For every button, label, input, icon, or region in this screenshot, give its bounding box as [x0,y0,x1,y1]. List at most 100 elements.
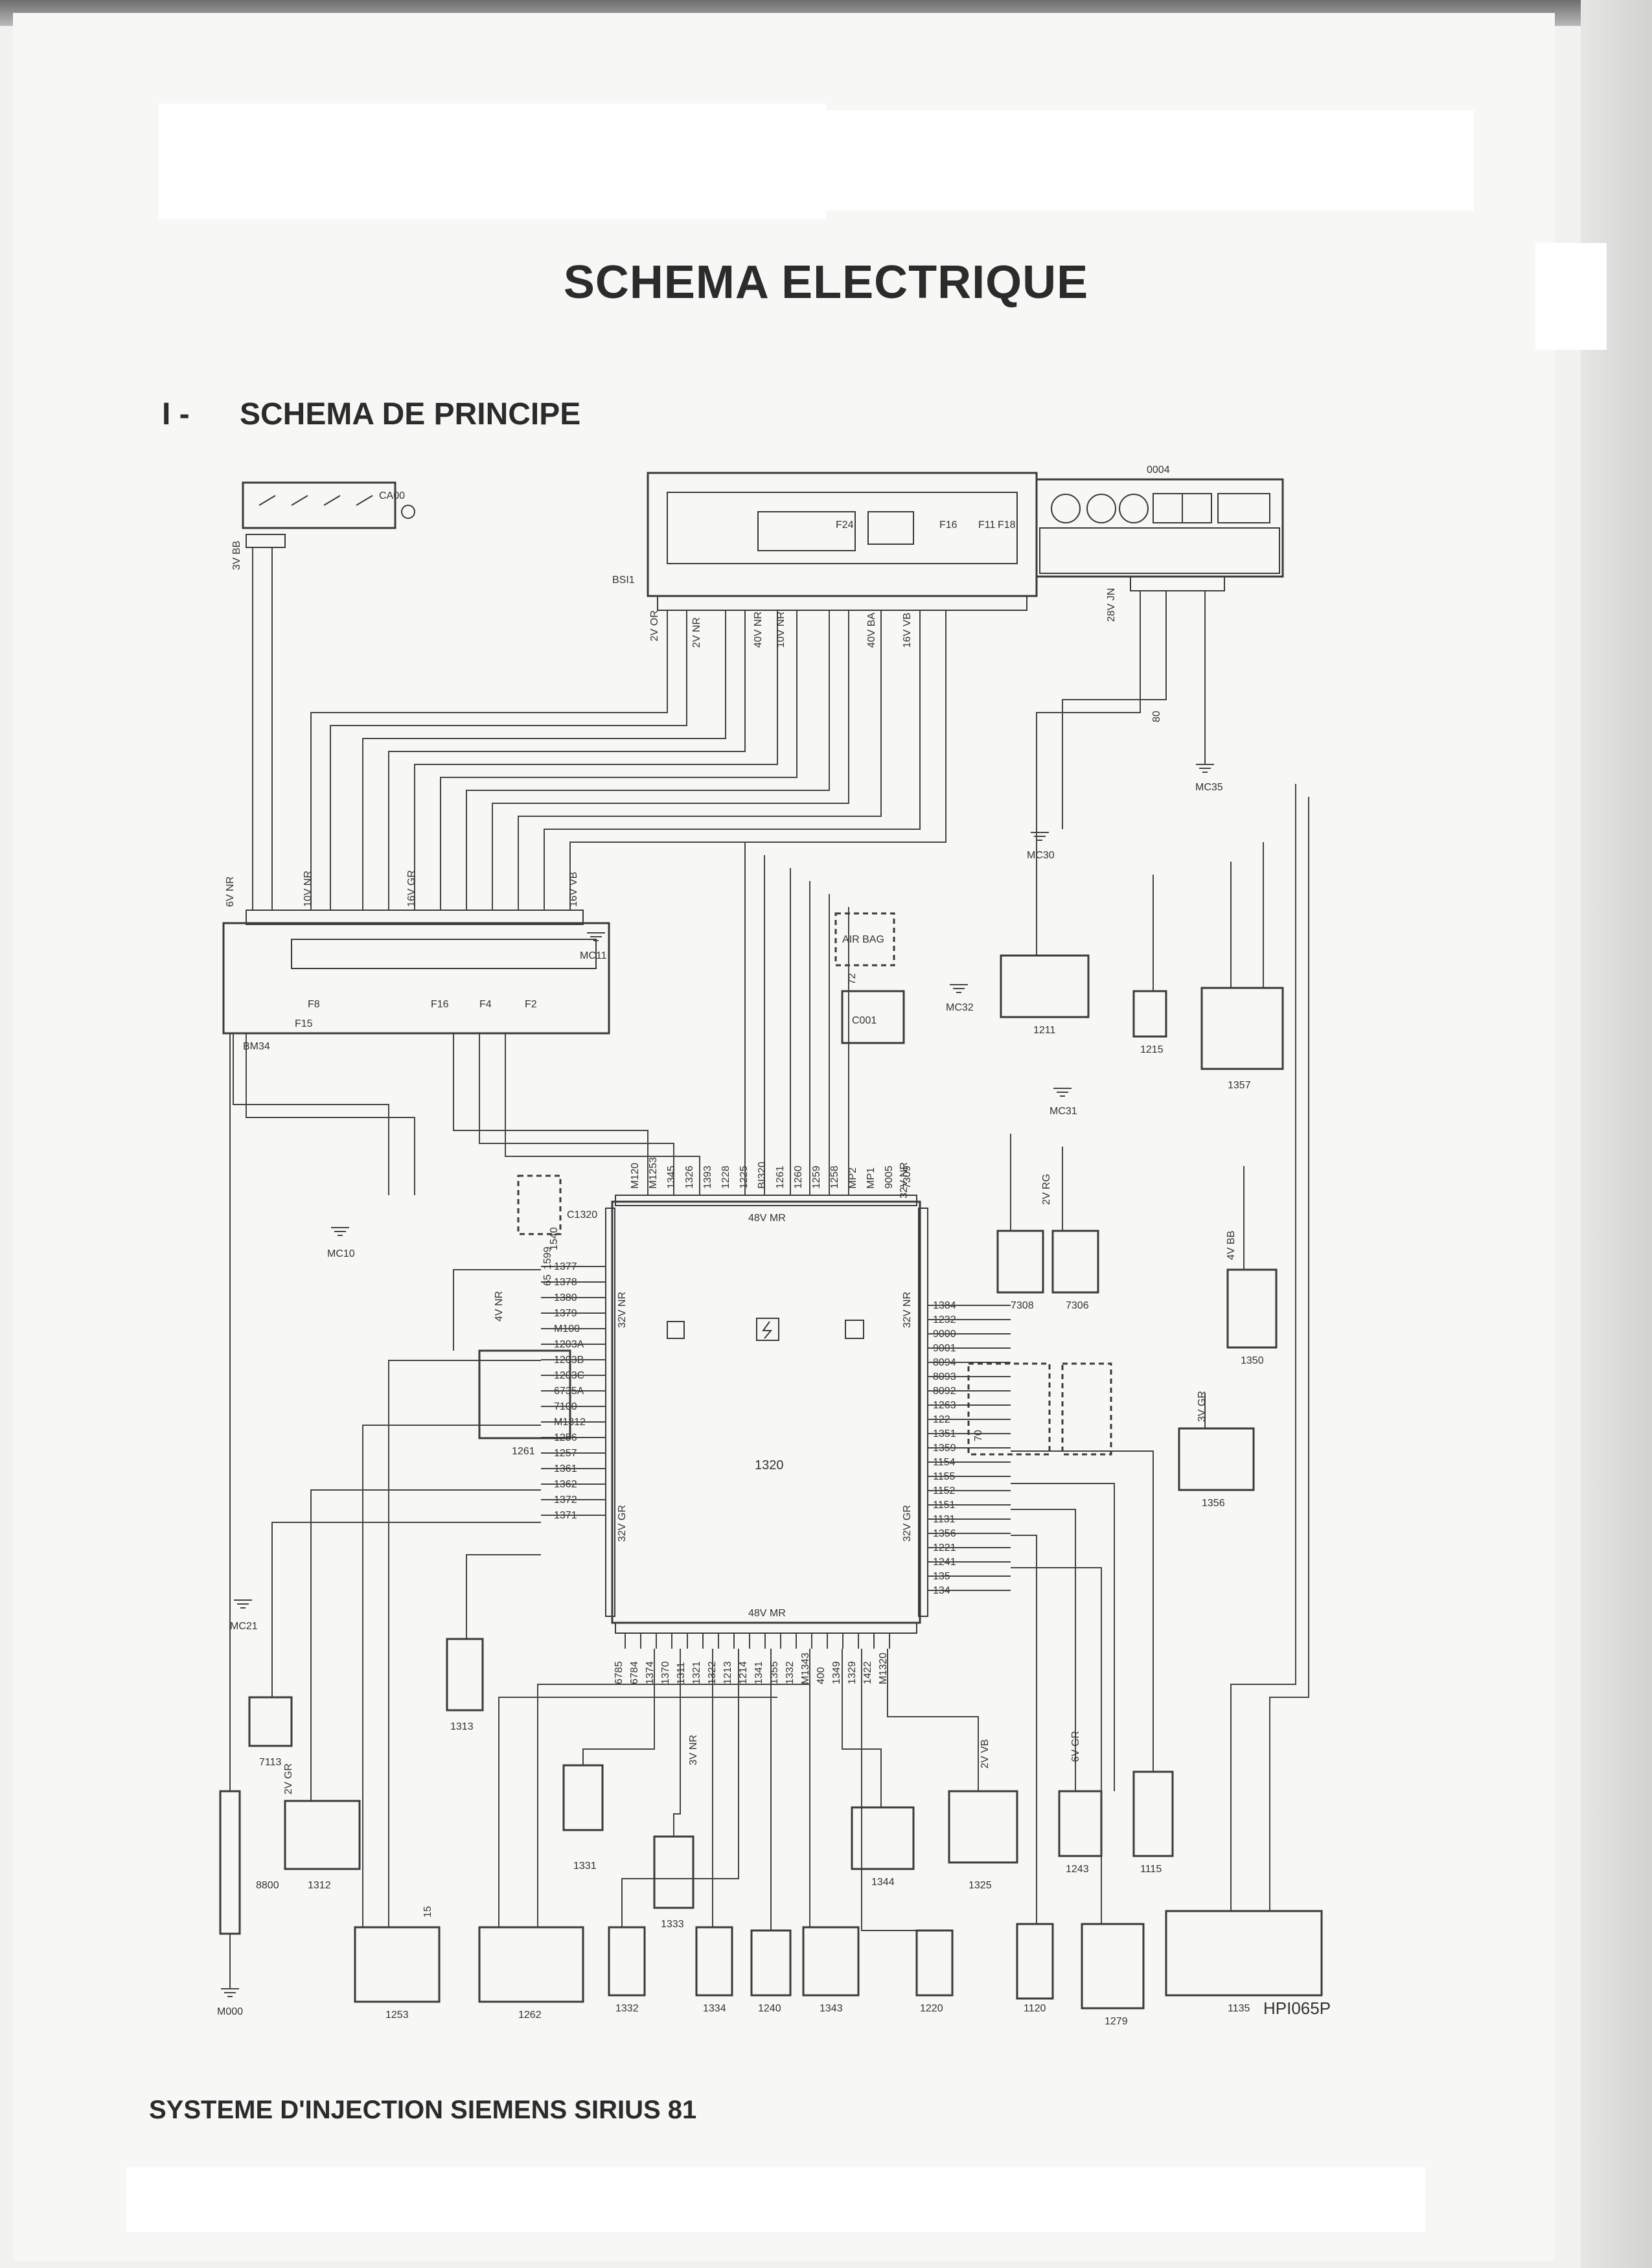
ecu-bottom-pin: M1320 [878,1653,889,1684]
bsi1-relay [757,511,856,551]
wire [1011,1450,1154,1772]
ground-symbol-icon [587,932,605,941]
wire-tag: 4V BB [1226,1231,1237,1260]
wire [673,1649,681,1837]
component-bsi1 [647,472,1038,597]
component-1120 [1016,1923,1054,2000]
cluster-temp-icon [1153,493,1183,523]
wire-tag: 16V GR [406,870,417,907]
ecu-top-rail: 48V MR [748,1213,786,1224]
wire-tag: 10V NR [775,612,786,648]
redaction-header-right [826,110,1474,211]
redaction-footer [126,2167,1425,2232]
ecu-top-connector [615,1195,917,1206]
bsi1-relay-2 [867,511,914,545]
ecu-top-pin: 1225 [739,1165,750,1189]
component-label: 1357 [1228,1080,1251,1091]
wire [453,1033,648,1195]
component-label: BSI1 [612,575,635,586]
component-label: MC35 [1195,782,1223,793]
fuse-label: F18 [998,520,1016,531]
wire-tag: 2V RG [1041,1174,1052,1205]
component-label: MC21 [230,1621,258,1632]
ecu-bottom-pin: 1321 [691,1661,702,1684]
component-label: 1211 [1033,1025,1056,1036]
wire [466,610,830,910]
component-label: 1261 [512,1446,535,1457]
component-label: AIR BAG [842,934,884,945]
ground-symbol-icon [331,1227,349,1236]
component-1333 [653,1835,694,1909]
wire [362,1425,541,1927]
component-label: MC31 [1050,1106,1077,1117]
wire [505,1033,700,1195]
fuse-label: F16 [939,520,958,531]
wire [310,610,668,910]
ecu-label: 1320 [755,1458,784,1472]
wire-tag: 32V NR [899,1162,910,1198]
ecu-left-pins: 1377137813801379M1001203A1203B1203C6735A… [541,1261,606,1521]
ecu-bottom-pin: 1214 [738,1661,749,1684]
fuse-label: F16 [431,999,449,1010]
wire [621,1649,739,1927]
component-label: 1120 [1024,2003,1046,2014]
component-1279 [1081,1923,1145,2010]
wire [271,1522,541,1697]
component-label: M000 [217,2006,243,2017]
ecu-bottom-pin: 1374 [645,1661,656,1684]
ecu-top-pin: M1253 [648,1157,659,1189]
component-label: MC10 [327,1248,355,1259]
ground-symbol-icon [950,984,968,993]
ecu-bottom-pin: 400 [816,1667,827,1684]
wire-tag: 2V GR [283,1763,294,1794]
ecu-bottom-pin: 1322 [707,1661,718,1684]
ecu-bottom-pin: 6785 [614,1661,625,1684]
component-7113 [248,1696,293,1747]
ecu-bottom-pin: 1355 [769,1661,780,1684]
component-label: 1356 [1202,1498,1225,1509]
ecu-left-lower-rail: 32V GR [617,1505,628,1542]
wire-tag: 10V NR [303,871,314,907]
component-label: C1320 [567,1209,597,1220]
component-label: 1325 [969,1880,992,1891]
cluster-speed-icon [1182,493,1212,523]
component-7308 [996,1230,1044,1294]
component-label: 1115 [1140,1864,1162,1875]
ca00-contacts [258,495,373,506]
fuse-label: F15 [295,1018,313,1029]
figure-reference: HPI065P [1263,1999,1331,2018]
ecu-right-connector [918,1208,928,1617]
cluster-lower [1039,527,1280,574]
cluster-stop-icon [1086,494,1116,523]
component-bm34 [222,922,610,1035]
ecu-bottom-pin: 1213 [722,1661,733,1684]
ecu-bottom-pin: M1343 [800,1653,811,1684]
ca00-connector [246,534,286,548]
wire-tag: 3V NR [688,1735,699,1765]
wire [887,1649,979,1791]
component-label: 7306 [1066,1300,1089,1311]
cluster-rpm-icon [1217,493,1270,523]
document-page [13,13,1555,2261]
component-ca00-switch [242,481,396,529]
wire [414,610,778,910]
wire-tag: 40V NR [753,612,764,648]
wire-tag: 6V NR [225,876,236,907]
cluster-connector [1130,576,1225,591]
wire [479,1033,674,1195]
component-c001 [841,990,905,1044]
component-80 [967,1362,1051,1456]
component-1332 [608,1926,646,1997]
ecu-bottom-rail: 48V MR [748,1608,786,1619]
wire [233,1033,389,1195]
component-label: 1334 [703,2003,726,2014]
redaction-margin [1535,243,1607,350]
wire-tag: 2V NR [691,617,702,648]
wire [362,610,726,910]
fuse-label: F8 [308,999,320,1010]
ecu-bottom-pin: 1332 [785,1661,796,1684]
component-1211 [1000,954,1090,1018]
section-heading: I -SCHEMA DE PRINCIPE [162,396,580,432]
